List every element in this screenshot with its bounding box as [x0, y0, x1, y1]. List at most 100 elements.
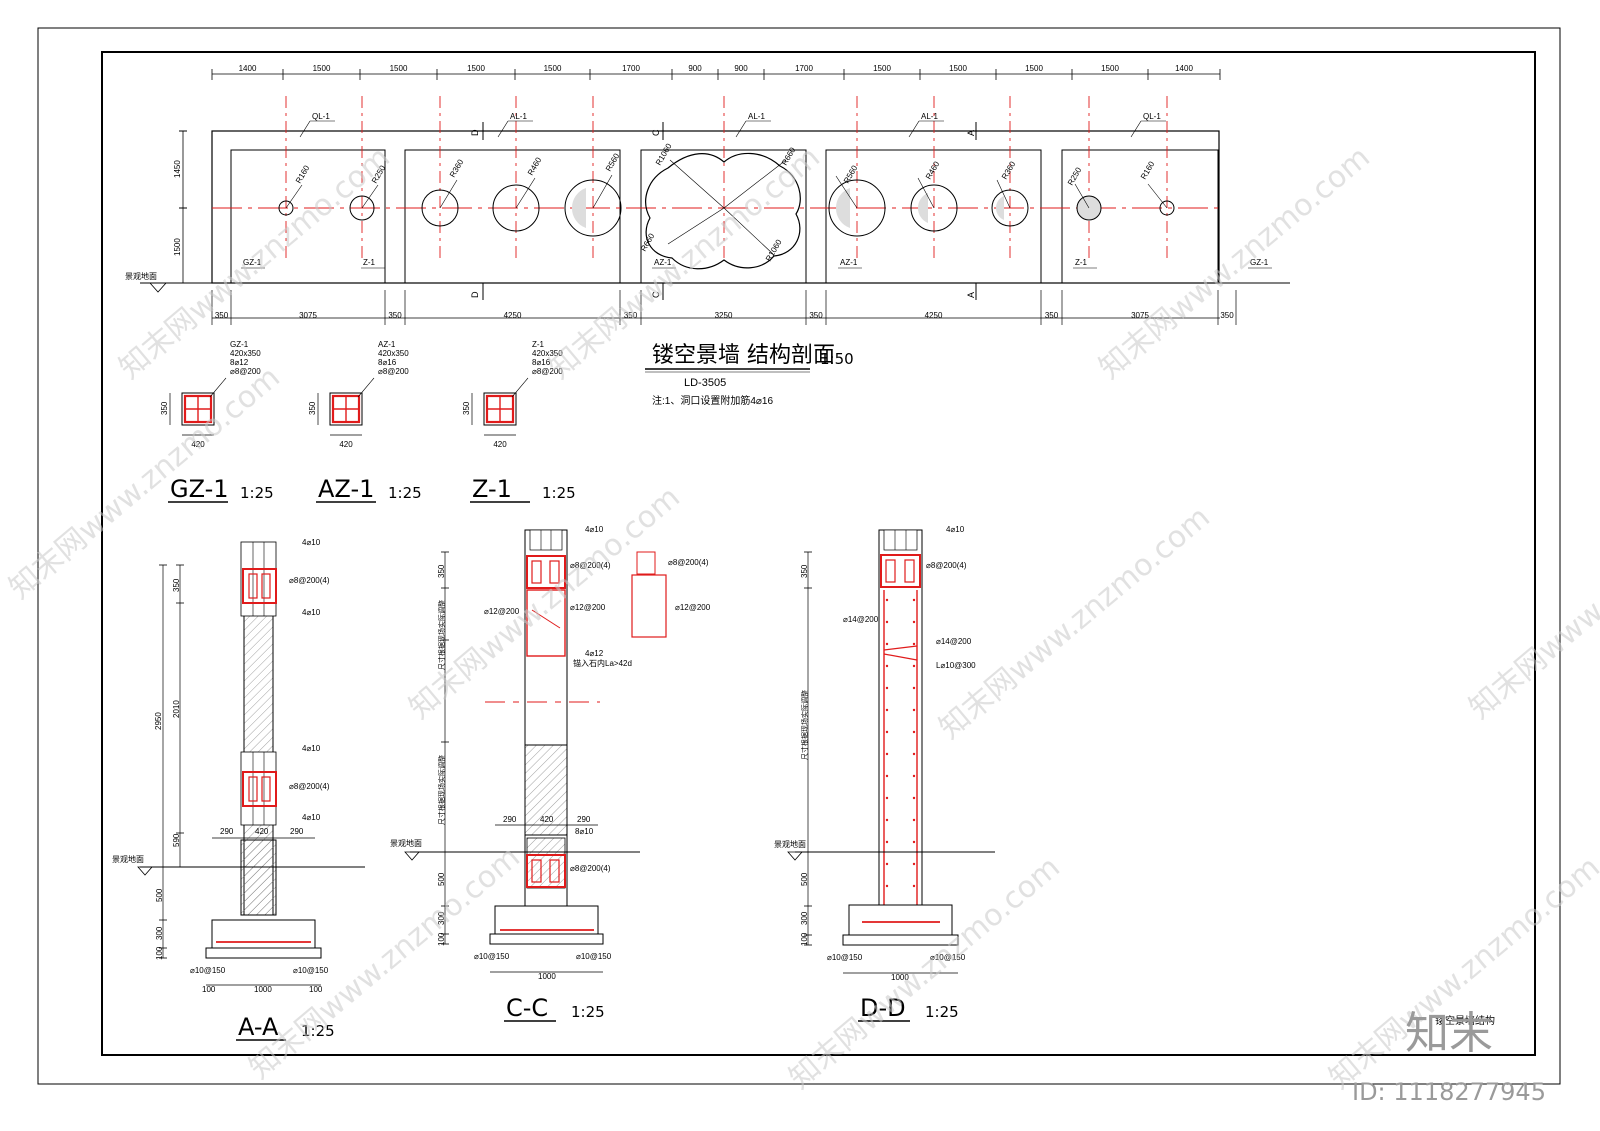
radius-label: R460 [526, 155, 544, 177]
column-label: Z-1 [1075, 258, 1088, 267]
column-label: AZ-1 [654, 258, 672, 267]
aa-scale: 1:25 [301, 1022, 335, 1040]
rebar-dot [885, 774, 889, 778]
top-dim-text: 1500 [949, 64, 967, 73]
dd-dim-350: 350 [800, 564, 809, 578]
rebar-dot [885, 862, 889, 866]
column-leader [511, 377, 529, 398]
rebar-dot [912, 796, 916, 800]
column-main-bar: 8⌀12 [230, 358, 249, 367]
cc-note-4: ⌀12@200 [570, 603, 606, 612]
section-mark-d-bottom: D [470, 291, 480, 298]
aa-ground-label: 景观地面 [112, 854, 144, 864]
cc-dim-350: 350 [437, 564, 446, 578]
watermark-3: 知末网www.znzmo.com [1093, 140, 1377, 386]
column-name: GZ-1 [230, 340, 249, 349]
height-dim-upper: 1450 [173, 160, 182, 178]
rebar-dot [912, 664, 916, 668]
aa-dim-300: 300 [155, 926, 164, 940]
column-dim-w: 420 [339, 440, 353, 449]
radius-label: R160 [1139, 159, 1157, 181]
top-dim-text: 1400 [1175, 64, 1193, 73]
cc-note-5: 4⌀12 [585, 649, 604, 658]
column-dim-h: 350 [462, 401, 471, 415]
rebar-dot [912, 884, 916, 888]
column-size: 420x350 [378, 349, 409, 358]
cc-note-3: ⌀12@200 [484, 607, 520, 616]
top-dim-text: 1400 [239, 64, 257, 73]
dd-note-5: L⌀10@300 [936, 661, 976, 670]
cc-base-note-2: ⌀10@150 [576, 952, 612, 961]
top-dim-text: 1500 [467, 64, 485, 73]
cc-dim-500: 500 [437, 872, 446, 886]
cc-title: C-C [506, 994, 548, 1022]
beam-leader [735, 120, 747, 138]
dd-scale: 1:25 [925, 1003, 959, 1021]
rebar-dot [912, 642, 916, 646]
bottom-dim-text: 4250 [504, 311, 522, 320]
aa-edge-right: 100 [309, 985, 323, 994]
column-title: AZ-1 [318, 475, 374, 503]
bottom-dim-text: 350 [624, 311, 638, 320]
aa-dim-350: 350 [172, 578, 181, 592]
dd-base-note-2: ⌀10@150 [930, 953, 966, 962]
column-scale: 1:25 [240, 484, 274, 502]
bottom-dim-text: 350 [388, 311, 402, 320]
cc-side-label-upper: 尺寸根据现场实际调整 [437, 600, 446, 670]
top-dim-text: 1500 [1101, 64, 1119, 73]
rebar-dot [885, 708, 889, 712]
aa-dim-500: 500 [155, 888, 164, 902]
top-dim-text: 1700 [795, 64, 813, 73]
aa-dim-2950: 2950 [154, 712, 163, 730]
cc-detail-note-1: ⌀8@200(4) [668, 558, 709, 567]
dd-ground-label: 景观地面 [774, 839, 806, 849]
rebar-dot [885, 796, 889, 800]
radius-label: R250 [1066, 165, 1084, 187]
watermark-7: 知末网www.znzmo.com [243, 840, 527, 1086]
top-dim-text: 900 [734, 64, 748, 73]
outer-border [37, 27, 1561, 1085]
section-dd: 景观地面 350 500 300 100 尺寸根据现场实际调整 4⌀10 ⌀8@… [774, 525, 995, 1022]
watermark-9: 知末网www.znzmo.com [1323, 850, 1600, 1096]
cc-note-1: 4⌀10 [585, 525, 604, 534]
main-title: 镂空景墙 结构剖面 [652, 343, 835, 368]
cc-note-8: ⌀8@200(4) [570, 864, 611, 873]
section-marks [482, 122, 977, 300]
bottom-dim-text: 350 [1045, 311, 1059, 320]
aa-note-2: ⌀8@200(4) [289, 576, 330, 585]
watermark-8: 知末网www.znzmo.com [783, 850, 1067, 1096]
cc-ground-label: 景观地面 [390, 838, 422, 848]
column-scale: 1:25 [388, 484, 422, 502]
rebar-dot [912, 774, 916, 778]
rebar-dot [912, 840, 916, 844]
cc-note-6: 锚入石内La>42d [573, 658, 632, 668]
dd-side-label: 尺寸根据现场实际调整 [800, 690, 809, 760]
aa-note-6: 4⌀10 [302, 813, 321, 822]
beam-leader [908, 120, 920, 138]
design-note: 注:1、洞口设置附加筋4⌀16 [652, 394, 773, 407]
dd-note-1: 4⌀10 [946, 525, 965, 534]
bottom-dim-text: 4250 [925, 311, 943, 320]
cc-base-width: 1000 [538, 972, 556, 981]
rebar-dot [885, 730, 889, 734]
rebar-dot [885, 642, 889, 646]
title-block-label: 镂空景墙结构 [1435, 1014, 1495, 1027]
dd-dim-100: 100 [800, 932, 809, 946]
dd-dim-500: 500 [800, 872, 809, 886]
dd-title: D-D [860, 994, 906, 1022]
aa-edge-left: 100 [202, 985, 216, 994]
column-dim-h: 350 [308, 401, 317, 415]
radius-label: R1060 [764, 238, 784, 263]
watermark-10: 知末网www.znzmo.com [1463, 480, 1600, 726]
cc-base-note-1: ⌀10@150 [474, 952, 510, 961]
cc-side-label-lower: 尺寸根据现场实际调整 [437, 755, 446, 825]
column-label: Z-1 [363, 258, 376, 267]
rebar-dot [912, 598, 916, 602]
column-label: GZ-1 [243, 258, 262, 267]
dd-base-width: 1000 [891, 973, 909, 982]
dd-note-2: ⌀8@200(4) [926, 561, 967, 570]
dd-base-note-1: ⌀10@150 [827, 953, 863, 962]
